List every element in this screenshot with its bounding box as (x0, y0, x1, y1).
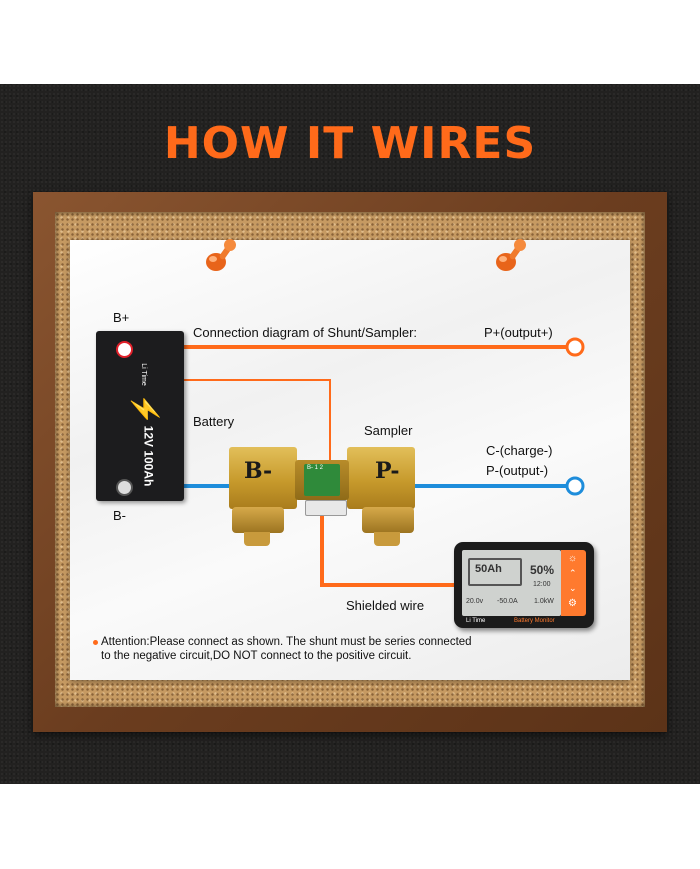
battery-brand: Li Time (139, 363, 147, 386)
negative-output-terminal (565, 476, 585, 496)
monitor-voltage: 20.0v (466, 598, 484, 605)
down-arrow-icon: ⌄ (569, 583, 577, 593)
monitor-brand: Li Time (466, 618, 486, 624)
monitor-main-value: 50Ah (475, 563, 502, 575)
shielded-wire-label: Shielded wire (346, 598, 425, 613)
shunt-left-stud (244, 532, 270, 546)
shunt-left-bolt (232, 507, 284, 533)
positive-output-terminal (565, 337, 585, 357)
b-minus-label: B- (113, 508, 126, 523)
monitor-label: Battery Monitor (514, 618, 555, 624)
monitor-current: -50.0A (497, 598, 518, 605)
shunt-b-minus-label: B- (244, 458, 273, 484)
attention-line-2: to the negative circuit,DO NOT connect t… (101, 650, 412, 662)
left-pushpin-icon (206, 239, 236, 271)
attention-line-1: Attention:Please connect as shown. The s… (101, 636, 472, 648)
shunt-right-stud (374, 532, 400, 546)
battery-positive-terminal (116, 341, 133, 358)
battery: Li Time ⚡ 12V 100Ah (96, 331, 184, 501)
brightness-icon: ☼ (568, 553, 578, 564)
monitor-battery-icon (468, 558, 522, 586)
b-plus-label: B+ (113, 310, 130, 325)
p-minus-label: P-(output-) (486, 463, 549, 478)
shunt-p-minus-label: P- (375, 458, 400, 484)
diagram-caption: Connection diagram of Shunt/Sampler: (193, 325, 418, 340)
settings-icon: ⚙ (568, 598, 577, 609)
attention-bullet-icon (93, 640, 98, 645)
up-arrow-icon: ⌃ (569, 568, 577, 578)
battery-negative-terminal (116, 479, 133, 496)
shunt-right-bolt (362, 507, 414, 533)
bolt-icon: ⚡ (130, 393, 161, 426)
page-title: HOW IT WIRES (163, 118, 537, 169)
p-plus-label: P+(output+) (484, 325, 553, 340)
c-minus-label: C-(charge-) (486, 443, 553, 458)
monitor-time: 12:00 (533, 581, 551, 588)
monitor-power: 1.0kW (534, 598, 554, 605)
monitor-percent: 50% (530, 563, 555, 577)
battery-label: Battery (193, 414, 235, 429)
shunt-circuit-board (304, 464, 340, 496)
shunt-left-block (229, 447, 297, 509)
battery-monitor: 50Ah 50% 12:00 20.0v -50.0A 1.0kW ☼ ⌃ ⌄ … (454, 542, 594, 628)
monitor-screen: 50Ah 50% 12:00 20.0v -50.0A 1.0kW (462, 550, 561, 616)
right-pushpin-icon (496, 239, 526, 271)
shielded-wire (320, 508, 456, 587)
battery-voltage: 12V 100Ah (141, 425, 156, 487)
shunt-right-block (347, 447, 415, 509)
monitor-button-panel: ☼ ⌃ ⌄ ⚙ (561, 550, 586, 616)
sampler-label: Sampler (364, 423, 413, 438)
shunt-terminal-label: B- 1 2 (307, 465, 324, 471)
shunt-connector (305, 500, 347, 516)
